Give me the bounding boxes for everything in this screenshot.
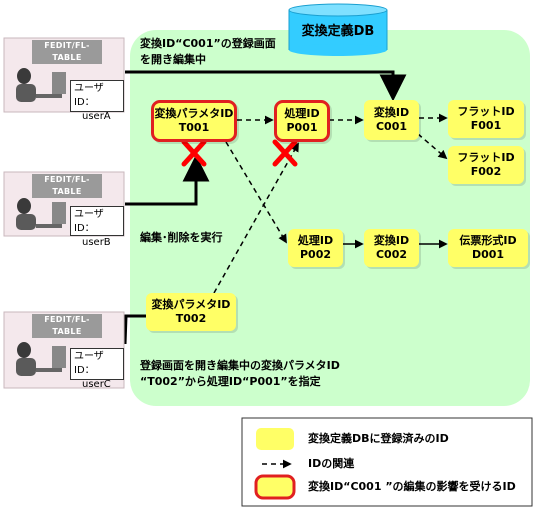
relation-c001-f002 xyxy=(417,133,448,160)
legend-affected-label: 変換ID“C001 ”の編集の影響を受けるID xyxy=(308,480,516,493)
node-p002-id: P002 xyxy=(299,248,332,261)
node-c001-type: 変換ID xyxy=(373,106,410,119)
node-f002-type: フラットID xyxy=(457,151,515,164)
database-cylinder xyxy=(288,3,388,56)
monitor-icon xyxy=(52,202,66,224)
note-user-c-line1: 登録画面を開き編集中の変換パラメタID xyxy=(140,359,340,372)
node-p002: 処理ID P002 xyxy=(288,229,343,267)
user-b-id-value: userB xyxy=(82,237,111,248)
user-b-id-label: ユーザID： xyxy=(74,209,104,234)
cross-icon-p001 xyxy=(272,139,298,167)
node-f002: フラットID F002 xyxy=(448,146,524,184)
line-userc-to-t002 xyxy=(123,314,146,345)
node-t001: 変換パラメタID T001 xyxy=(151,100,237,142)
node-p001-id: P001 xyxy=(286,121,318,134)
node-p001: 処理ID P001 xyxy=(274,100,330,142)
note-user-b: 編集･削除を実行 xyxy=(140,230,223,246)
note-user-a: 変換ID“C001”の登録画面 を開き編集中 xyxy=(140,36,276,68)
user-b-panel-label: FEDIT/FL-TABLE xyxy=(32,174,102,198)
node-d001-type: 伝票形式ID xyxy=(459,234,517,247)
database-label: 変換定義DB xyxy=(301,24,375,39)
node-t001-id: T001 xyxy=(178,121,210,134)
note-user-b-line1: 編集･削除を実行 xyxy=(140,231,223,244)
relation-t001-p002 xyxy=(225,141,287,244)
legend-swatch-affected xyxy=(254,474,296,500)
cross-icon-t001 xyxy=(181,139,207,167)
node-t002-id: T002 xyxy=(175,312,207,325)
note-user-c: 登録画面を開き編集中の変換パラメタID “T002”から処理ID“P001”を指… xyxy=(140,358,340,390)
node-c002-id: C002 xyxy=(375,248,408,261)
user-c-panel-label: FEDIT/FL-TABLE xyxy=(32,314,102,338)
user-a-id-box: ユーザID： userA xyxy=(70,80,124,122)
user-a-id-value: userA xyxy=(82,111,111,122)
node-c001-id: C001 xyxy=(375,120,408,133)
user-a-panel-label: FEDIT/FL-TABLE xyxy=(32,40,102,64)
node-t001-type: 変換パラメタID xyxy=(154,107,234,120)
definition-area xyxy=(130,30,530,406)
user-a-id-label: ユーザID： xyxy=(74,83,104,108)
legend-registered-label: 変換定義DBに登録済みのID xyxy=(308,432,449,445)
node-c001: 変換ID C001 xyxy=(364,100,419,140)
node-f001-type: フラットID xyxy=(457,105,515,118)
user-b-id-box: ユーザID： userB xyxy=(70,206,124,248)
node-p001-type: 処理ID xyxy=(284,107,320,120)
monitor-icon xyxy=(52,346,66,368)
node-c002-type: 変換ID xyxy=(373,234,410,247)
node-t002: 変換パラメタID T002 xyxy=(146,293,236,331)
note-user-c-line2: “T002”から処理ID“P001”を指定 xyxy=(140,375,321,388)
arrow-usera-to-c001 xyxy=(125,70,407,102)
arrow-userb-to-t001 xyxy=(125,154,210,206)
user-c-id-box: ユーザID： userC xyxy=(70,348,124,390)
node-f001: フラットID F001 xyxy=(448,100,524,138)
user-c-id-label: ユーザID： xyxy=(74,351,104,376)
node-f001-id: F001 xyxy=(470,119,502,132)
node-f002-id: F002 xyxy=(470,165,502,178)
node-c002: 変換ID C002 xyxy=(364,229,419,267)
user-c-id-value: userC xyxy=(82,379,111,390)
note-user-a-line2: を開き編集中 xyxy=(140,53,206,66)
monitor-icon xyxy=(52,72,66,94)
node-p002-type: 処理ID xyxy=(297,234,334,247)
node-t002-type: 変換パラメタID xyxy=(151,298,231,311)
node-d001: 伝票形式ID D001 xyxy=(448,229,528,267)
legend-swatch-registered xyxy=(256,428,294,450)
legend-relation-label: IDの関連 xyxy=(308,457,355,470)
relation-t002-p001 xyxy=(213,142,299,294)
node-d001-id: D001 xyxy=(471,248,505,261)
note-user-a-line1: 変換ID“C001”の登録画面 xyxy=(140,37,276,50)
